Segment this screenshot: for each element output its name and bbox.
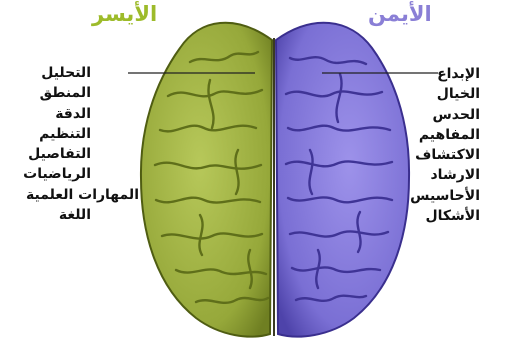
left-item: التنظيم — [23, 124, 91, 144]
left-item: الرياضيات — [23, 164, 91, 184]
right-hemisphere — [276, 23, 409, 337]
right-item: الحدس — [410, 105, 480, 125]
left-hemisphere-title: الأيسر — [92, 2, 157, 26]
right-item: الإبداع — [410, 64, 480, 84]
right-item: الأشكال — [410, 206, 480, 226]
left-hemisphere — [141, 23, 272, 337]
right-item: الاكتشاف — [410, 145, 480, 165]
right-hemisphere-list: الإبداع الخيال الحدس المفاهيم الاكتشاف ا… — [410, 64, 480, 226]
right-item: الارشاد — [410, 165, 480, 185]
left-hemisphere-list: التحليل المنطق الدقة التنظيم التفاصيل ال… — [23, 63, 91, 225]
right-item: الخيال — [410, 84, 480, 104]
left-item: اللغة — [23, 205, 91, 225]
left-item: التحليل — [23, 63, 91, 83]
left-item: المهارات العلمية — [23, 185, 139, 205]
right-item: المفاهيم — [410, 125, 480, 145]
left-item: التفاصيل — [23, 144, 91, 164]
left-item: المنطق — [23, 83, 91, 103]
right-hemisphere-title: الأيمن — [368, 2, 432, 26]
right-item: الأحاسيس — [410, 186, 480, 206]
left-item: الدقة — [23, 104, 91, 124]
